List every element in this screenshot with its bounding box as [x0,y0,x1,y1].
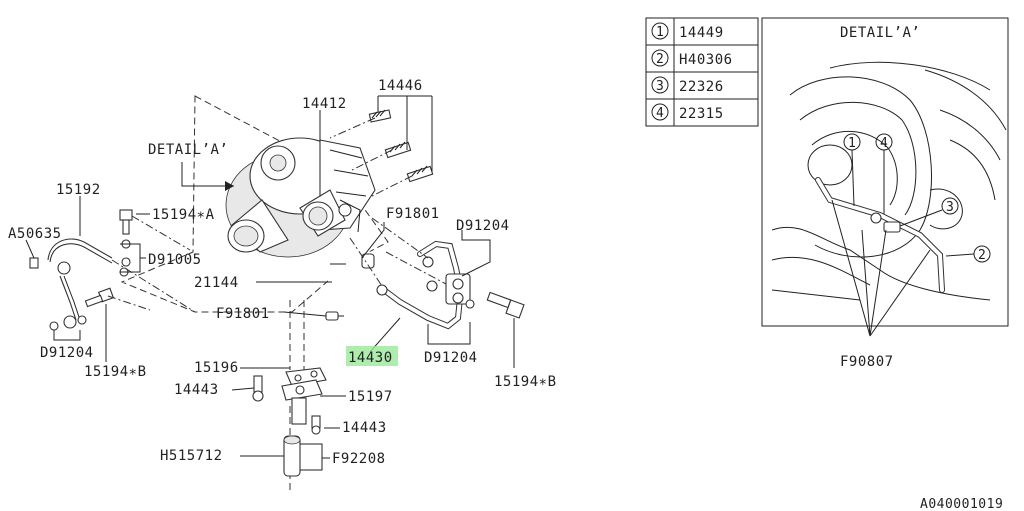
svg-text:2: 2 [656,52,664,67]
svg-text:22315: 22315 [679,106,724,122]
label-15196: 15196 [194,360,239,376]
bolt-14443-left [252,375,264,402]
hose-21144 [325,245,376,326]
label-detail-a: DETAIL’A’ [148,142,228,158]
label-f91801-mid: F91801 [216,306,270,322]
svg-text:1: 1 [848,136,856,151]
label-15197: 15197 [348,389,393,405]
label-f91801-top: F91801 [386,206,440,222]
studs-14446 [368,109,434,183]
svg-text:1: 1 [656,25,664,40]
legend-row: 4 22315 [651,103,724,122]
label-15194b-left: 15194∗B [84,364,147,380]
diagram-id: A040001019 [920,497,1003,511]
label-d91204-top: D91204 [456,218,510,234]
label-15194b-right: 15194∗B [494,374,557,390]
label-a50635: A50635 [8,226,62,242]
svg-text:14449: 14449 [679,25,724,41]
label-14430: 14430 [348,350,393,366]
oil-pipe-15192 [47,238,113,331]
legend-row: 3 22326 [651,76,724,95]
oil-pipe-14430 [376,240,475,330]
label-h515712: H515712 [160,448,223,464]
bolt-15194b-left [84,287,115,308]
legend-table: 1 14449 2 H40306 3 22326 4 22315 [645,17,759,127]
flange-15197 [281,379,323,425]
label-f90807: F90807 [840,354,894,370]
svg-text:3: 3 [656,79,664,94]
pipe-h515712 [283,435,301,477]
svg-text:4: 4 [880,136,888,151]
svg-text:3: 3 [946,200,954,215]
label-d91005: D91005 [148,252,202,268]
label-21144: 21144 [194,275,239,291]
bolt-14443-right [311,415,321,435]
label-d91204-left: D91204 [40,345,94,361]
legend-row: 1 14449 [651,22,724,41]
label-14446: 14446 [378,78,423,94]
legend-row: 2 H40306 [651,49,733,68]
svg-text:2: 2 [978,248,986,263]
bolt-15194b-right [486,291,525,319]
svg-text:22326: 22326 [679,79,724,95]
label-14443-right: 14443 [342,420,387,436]
label-d91204-bottom: D91204 [424,350,478,366]
svg-text:4: 4 [656,106,664,121]
label-14443-left: 14443 [174,382,219,398]
svg-text:H40306: H40306 [679,52,733,68]
label-14412: 14412 [302,96,347,112]
detail-a-title: DETAIL’A’ [840,25,920,41]
detail-a-panel: DETAIL’A’ 1 4 3 2 [761,17,1009,337]
turbocharger-14412 [225,137,376,258]
highlight-14430 [346,346,398,366]
label-f92208: F92208 [332,451,386,467]
label-15192: 15192 [56,182,101,198]
label-15194a: 15194∗A [152,207,215,223]
